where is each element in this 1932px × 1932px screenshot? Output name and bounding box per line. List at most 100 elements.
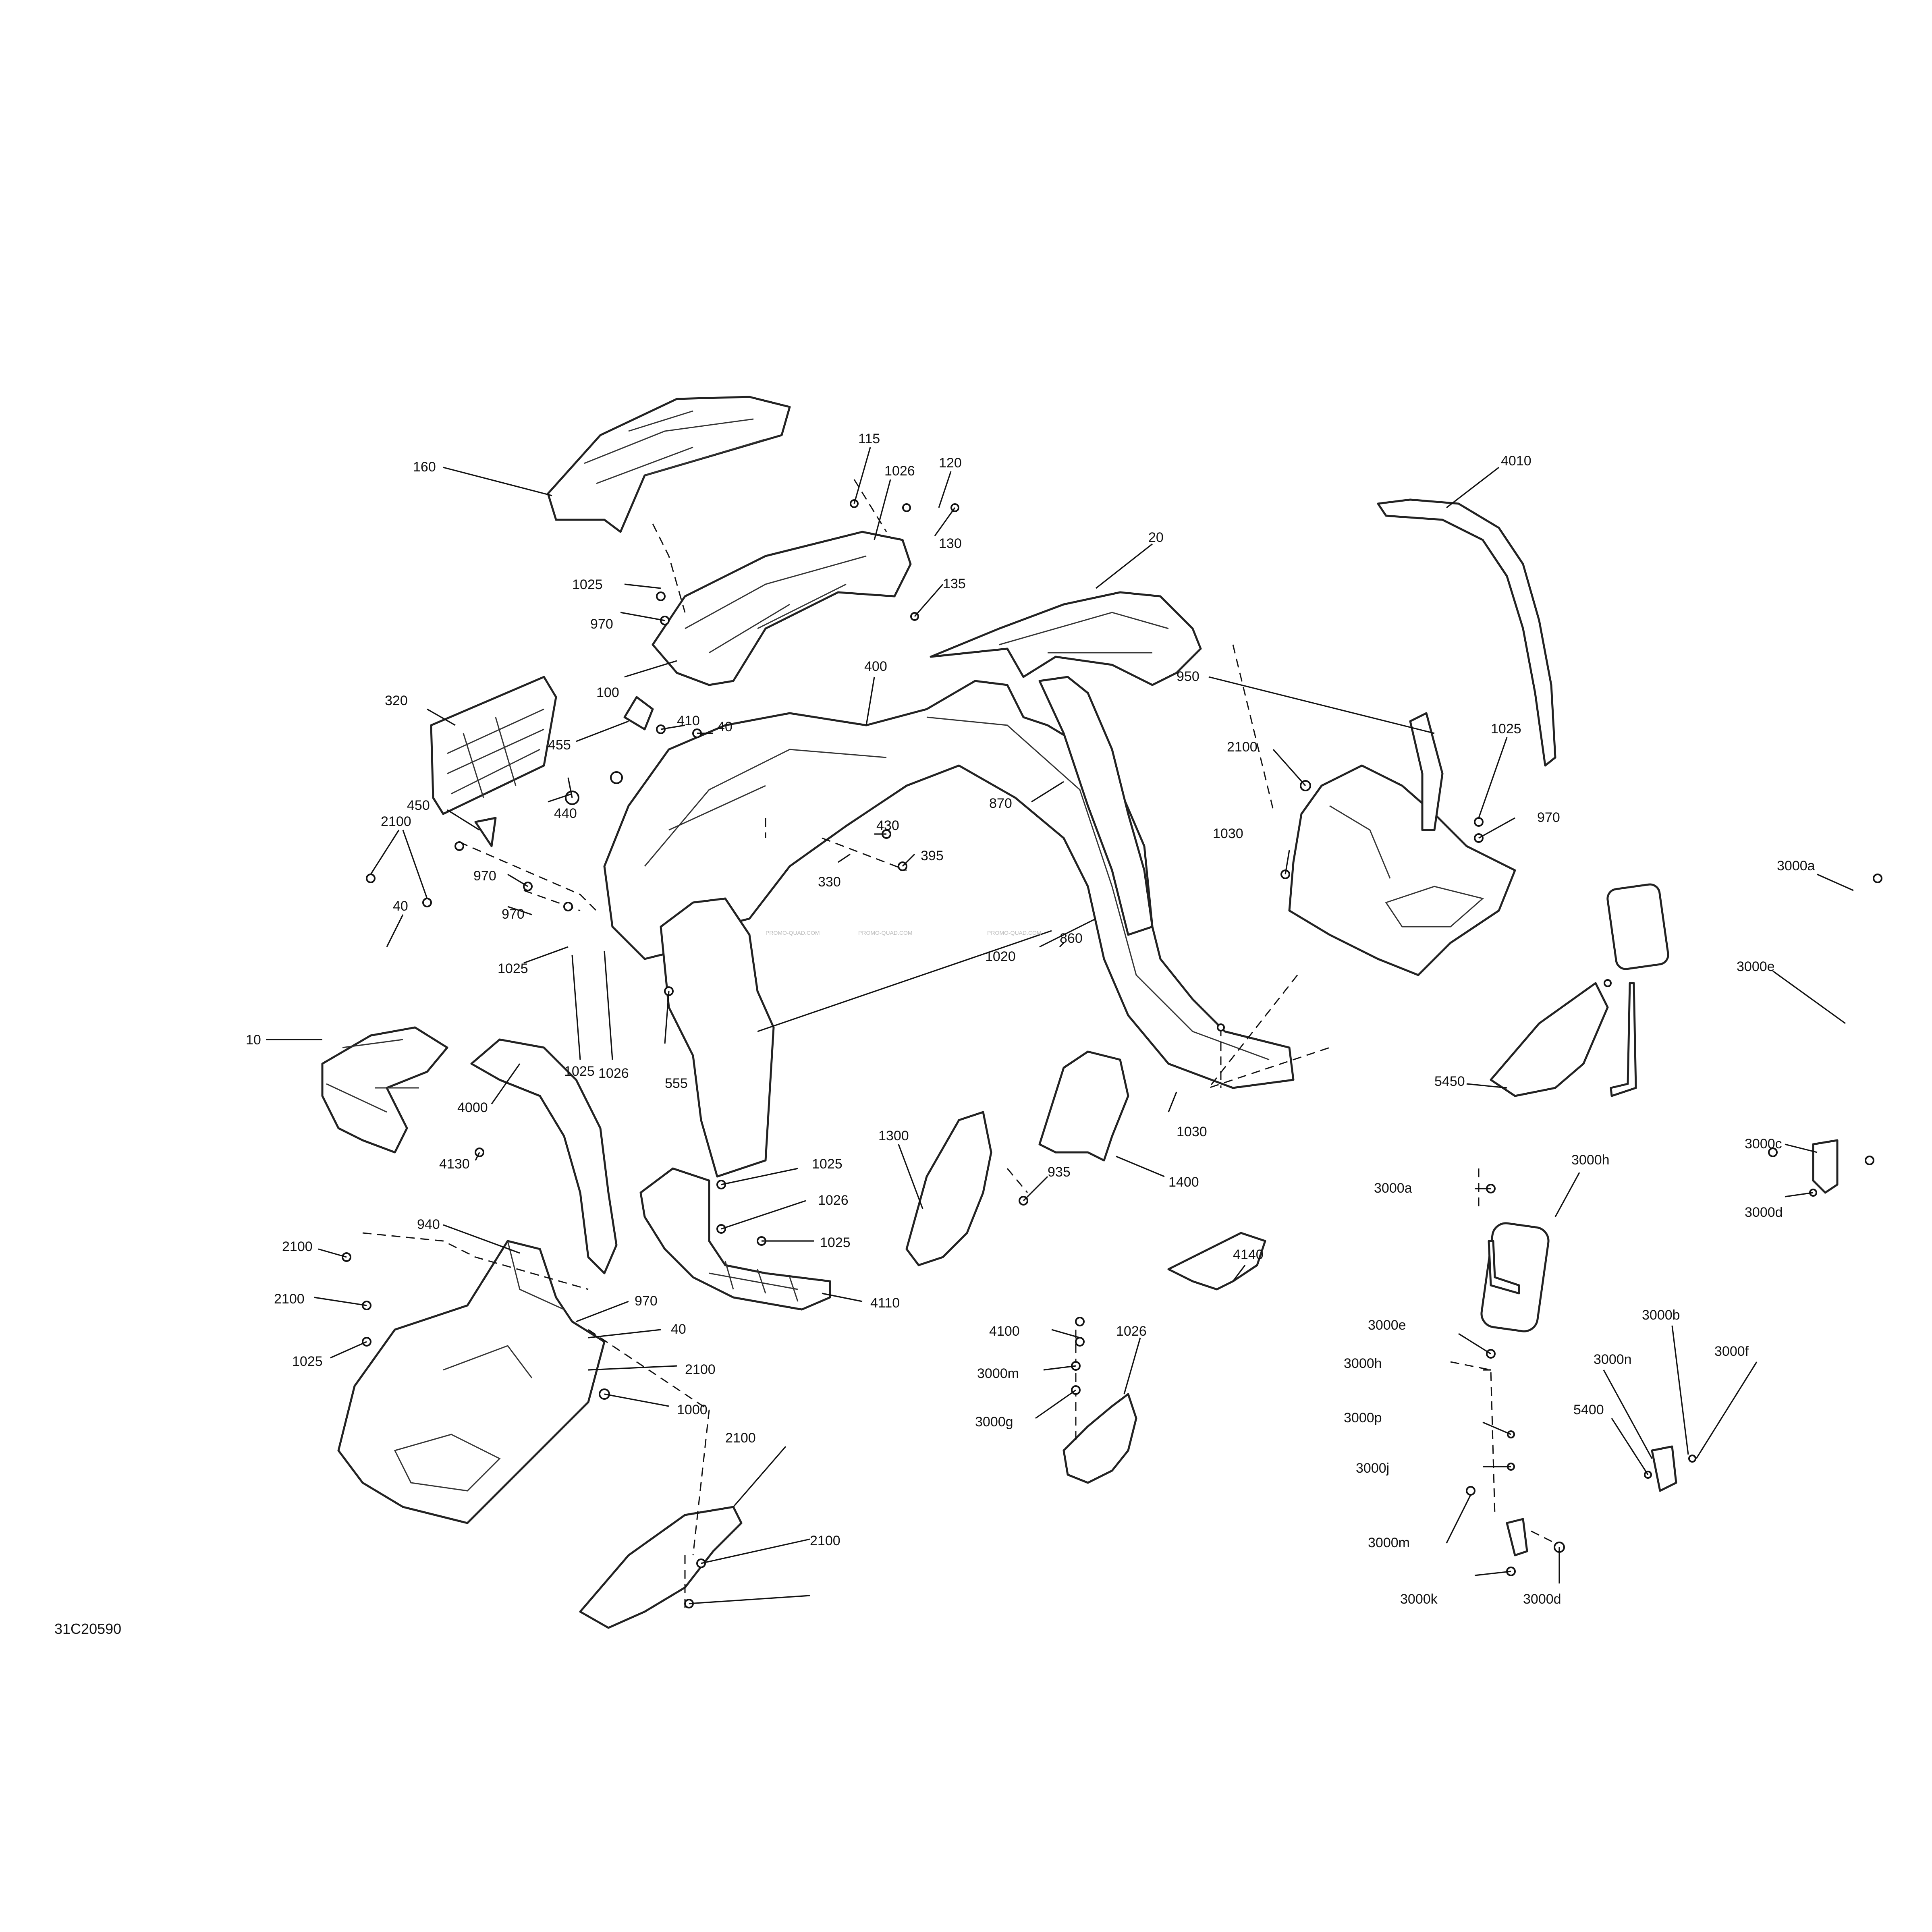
fastener-icon [610,771,623,784]
callout-label: 1400 [1168,1175,1199,1190]
fastener-icon [1688,1455,1696,1463]
callout-label: 3000e [1368,1318,1406,1333]
part-4100-panel [1062,1393,1137,1484]
fastener-icon [1466,1486,1475,1496]
callout-label: 970 [635,1293,658,1309]
watermark-text: PROMO-QUAD.COM [987,930,1042,936]
callout-label: 395 [921,848,944,863]
part-3000b-mirror-clamp [1651,1445,1677,1492]
fastener-icon [902,503,911,512]
callout-label: 10 [246,1032,261,1048]
part-1000-running-board [639,1167,831,1311]
callout-label: 3000n [1594,1352,1632,1367]
callout-label: 5400 [1573,1402,1604,1417]
callout-label: 1025 [572,577,603,592]
callout-label: 4100 [989,1324,1020,1339]
callout-label: 4000 [457,1100,488,1115]
parts-artwork [321,396,1839,1629]
part-4110-bracket [1167,1232,1266,1291]
part-5400-splash-plate [579,1506,743,1629]
part-400-front-body [603,680,1295,1089]
callout-label: 455 [548,737,571,753]
callout-label: 4010 [1501,453,1531,469]
callout-label: 940 [417,1217,440,1232]
part-160-top-cover [547,396,791,533]
callout-label: 1025 [812,1156,843,1172]
part-3000e-mirror-arm-upper [1610,982,1637,1097]
part-3000a-mirror-upper [1606,883,1669,970]
part-1400-center-panel [1038,1050,1129,1162]
part-20-hood [930,591,1202,686]
document-number: 31C20590 [54,1621,121,1637]
callout-label: 2100 [685,1362,716,1377]
part-450-decal [474,817,497,847]
callout-label: 3000h [1571,1152,1610,1168]
callout-label: 1026 [884,463,915,479]
callout-label: 3000m [1368,1535,1410,1550]
callout-label: 3000c [1745,1136,1782,1152]
callout-label: 1030 [1213,826,1243,841]
callout-label: 1025 [820,1235,851,1250]
callout-label: 130 [939,536,962,551]
fastener-icon [1865,1156,1874,1165]
callout-label: 1025 [292,1354,323,1369]
callout-label: 2100 [282,1239,313,1254]
callout-label: 3000m [977,1366,1019,1381]
callout-label: 3000a [1374,1181,1412,1196]
callout-label: 935 [1048,1164,1071,1180]
watermark-text: PROMO-QUAD.COM [858,930,913,936]
part-3000c-mirror-bracket-upper [1812,1139,1839,1194]
callout-label: 3000e [1737,959,1775,974]
fastener-icon [1075,1337,1085,1347]
callout-label: 1025 [1491,721,1521,737]
callout-label: 3000p [1344,1410,1382,1426]
part-3000a-mirror-lower [1480,1222,1550,1332]
callout-label: 450 [407,798,430,813]
callout-labels: 160 115 1026 120 130 135 1025 970 100 20… [246,431,1815,1607]
callout-label: 3000k [1400,1592,1438,1607]
callout-label: 3000b [1642,1307,1680,1323]
callout-label: 40 [717,719,733,735]
part-100-console [652,531,912,686]
callout-label: 3000j [1356,1461,1389,1476]
callout-label: 2100 [381,814,411,829]
callout-label: 20 [1148,530,1164,545]
callout-label: 120 [939,455,962,471]
callout-label: 3000d [1745,1205,1783,1220]
fastener-icon [563,902,573,911]
leader-lines [266,447,1854,1604]
watermark-text: PROMO-QUAD.COM [766,930,820,936]
callout-label: 1020 [985,949,1016,964]
part-950-deflector [1409,712,1444,831]
fastener-icon [1873,874,1882,883]
part-940-footwell [337,1240,606,1524]
callout-label: 1300 [878,1128,909,1143]
callout-label: 860 [1060,931,1083,946]
part-1300-center-panel [905,1111,992,1266]
callout-label: 1026 [818,1193,849,1208]
callout-label: 3000a [1777,858,1815,874]
callout-label: 115 [858,431,880,446]
callout-label: 100 [596,685,619,700]
callout-label: 970 [590,616,613,632]
callout-label: 3000d [1523,1592,1561,1607]
callout-label: 4130 [439,1156,470,1172]
callout-label: 2100 [1227,739,1258,755]
callout-label: 400 [864,659,887,674]
callout-label: 5450 [1434,1074,1465,1089]
fastener-icon [1217,1023,1225,1031]
callout-label: 2100 [725,1430,756,1446]
part-10-housing [321,1026,448,1154]
callout-label: 2100 [274,1291,305,1307]
fastener-icon [422,898,432,907]
callout-label: 1025 [564,1064,595,1079]
callout-label: 870 [989,796,1012,811]
callout-label: 320 [385,693,408,708]
fastener-icon [1474,817,1484,827]
fastener-icon [656,591,666,601]
part-5450-splash-plate [1490,982,1609,1097]
callout-label: 4140 [1233,1247,1264,1262]
callout-label: 1026 [598,1066,629,1081]
callout-label: 1026 [1116,1324,1147,1339]
part-3000j-mirror-bracket-lower [1506,1518,1528,1556]
